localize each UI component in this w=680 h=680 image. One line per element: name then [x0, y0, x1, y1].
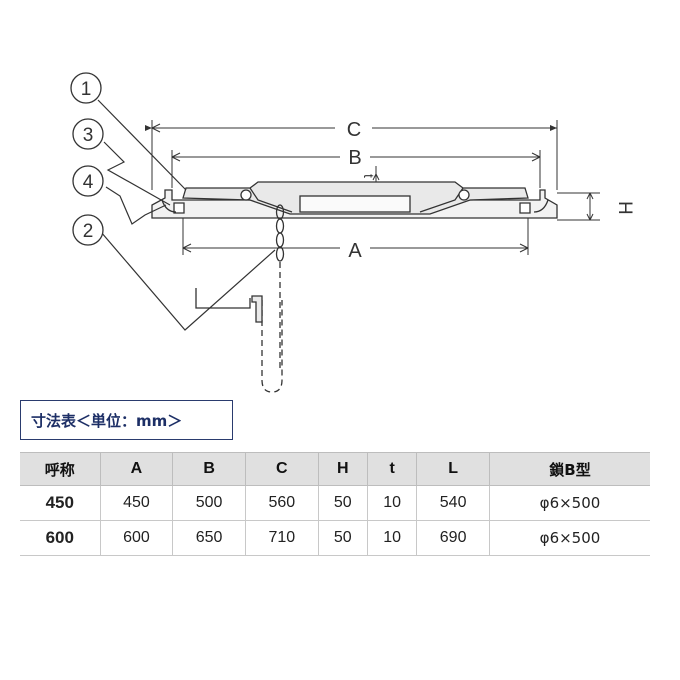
callout-1: 1 — [70, 72, 102, 104]
callout-3: 3 — [72, 118, 104, 150]
dimension-table: 呼称 A B C H t L 鎖B型 450 450 500 560 50 10… — [20, 452, 650, 556]
row-600-b: 650 — [172, 520, 246, 556]
row-600-a: 600 — [99, 520, 174, 556]
row-600-h: 50 — [317, 520, 368, 556]
dimension-b-label: B — [348, 147, 361, 169]
table-row: 450 450 500 560 50 10 540 φ6×500 — [20, 485, 650, 521]
row-600-chain: φ6×500 — [488, 520, 650, 556]
callout-leaders — [97, 99, 276, 331]
header-c: C — [244, 452, 319, 486]
row-450-name: 450 — [20, 485, 101, 521]
row-450-c: 560 — [244, 485, 319, 521]
callout-2-label: 2 — [83, 221, 94, 242]
row-600-l: 690 — [416, 520, 490, 556]
dimension-c-label: C — [347, 119, 361, 141]
dimension-h-label: H — [614, 201, 635, 215]
manhole-cover-section-drawing: C B t H A — [70, 72, 635, 393]
dimension-c — [145, 120, 558, 190]
table-header-row: 呼称 A B C H t L 鎖B型 — [20, 452, 650, 486]
callout-3-label: 3 — [83, 125, 94, 146]
dimension-t-label: t — [361, 174, 377, 178]
row-450-a: 450 — [99, 485, 174, 521]
row-600-c: 710 — [244, 520, 319, 556]
dimension-table-title: 寸法表＜単位：mm＞ — [20, 400, 233, 440]
header-b: B — [172, 452, 246, 486]
dimension-h — [557, 192, 600, 221]
header-chain: 鎖B型 — [489, 452, 650, 486]
row-600-name: 600 — [20, 520, 101, 556]
header-t: t — [366, 452, 418, 486]
row-450-t: 10 — [366, 485, 418, 521]
header-h: H — [317, 452, 368, 486]
cover-cross-section — [151, 181, 558, 219]
callout-1-label: 1 — [81, 79, 92, 100]
row-600-t: 10 — [366, 520, 418, 556]
callout-4-label: 4 — [83, 172, 94, 193]
dimension-b — [171, 150, 541, 188]
callout-4: 4 — [72, 165, 104, 197]
dimension-a-label: A — [348, 240, 362, 262]
row-450-b: 500 — [172, 485, 246, 521]
callout-2: 2 — [72, 214, 104, 246]
key-hook — [195, 288, 263, 323]
header-name: 呼称 — [20, 452, 101, 486]
row-450-l: 540 — [416, 485, 490, 521]
header-a: A — [99, 452, 174, 486]
header-l: L — [416, 452, 490, 486]
chain — [261, 204, 285, 393]
table-row: 600 600 650 710 50 10 690 φ6×500 — [20, 520, 650, 556]
row-450-chain: φ6×500 — [488, 485, 650, 521]
row-450-h: 50 — [317, 485, 368, 521]
